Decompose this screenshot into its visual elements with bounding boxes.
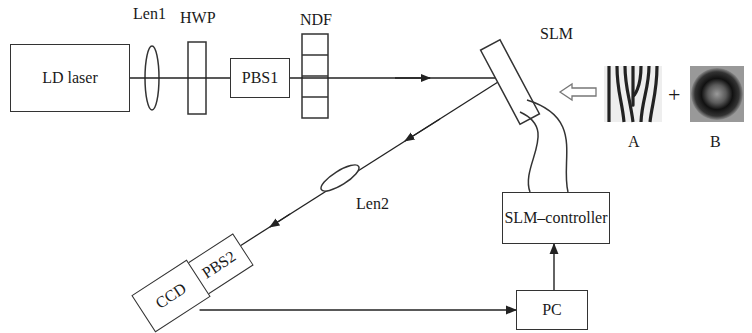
slm-panel xyxy=(481,40,540,124)
node-text: LD laser xyxy=(42,69,98,87)
node-text: CCD xyxy=(152,280,189,313)
node-text: PBS2 xyxy=(199,248,239,283)
part-label: Len2 xyxy=(356,196,389,212)
fork-hologram xyxy=(604,66,662,122)
vortex-ring-image xyxy=(690,66,744,122)
part-label: NDF xyxy=(300,12,332,28)
part-label: HWP xyxy=(180,10,216,26)
beam-arrow xyxy=(405,119,440,141)
beam-splitter-box: PBS1 xyxy=(230,58,290,98)
signal-arrow xyxy=(200,309,516,310)
laser-box: LD laser xyxy=(10,44,130,112)
hollow-arrow xyxy=(560,84,596,100)
reflected-beam xyxy=(240,82,498,246)
signal-arrow xyxy=(553,244,554,290)
cable xyxy=(527,100,568,192)
controller-box: SLM–controller xyxy=(502,192,610,244)
beam-arrow xyxy=(270,214,290,227)
image-label: B xyxy=(710,134,721,150)
node-text: SLM–controller xyxy=(504,209,607,227)
lens xyxy=(318,160,363,195)
plus-sign: + xyxy=(668,84,680,106)
computer-box: PC xyxy=(516,290,588,330)
node-text: PBS1 xyxy=(242,69,278,87)
beam-arrow xyxy=(395,77,430,78)
part-label: SLM xyxy=(540,26,573,42)
node-text: PC xyxy=(542,301,562,319)
laser-beam xyxy=(130,77,498,78)
nd-filter xyxy=(302,34,328,118)
part-label: Len1 xyxy=(133,6,166,22)
image-label: A xyxy=(628,134,640,150)
cable xyxy=(520,112,538,192)
